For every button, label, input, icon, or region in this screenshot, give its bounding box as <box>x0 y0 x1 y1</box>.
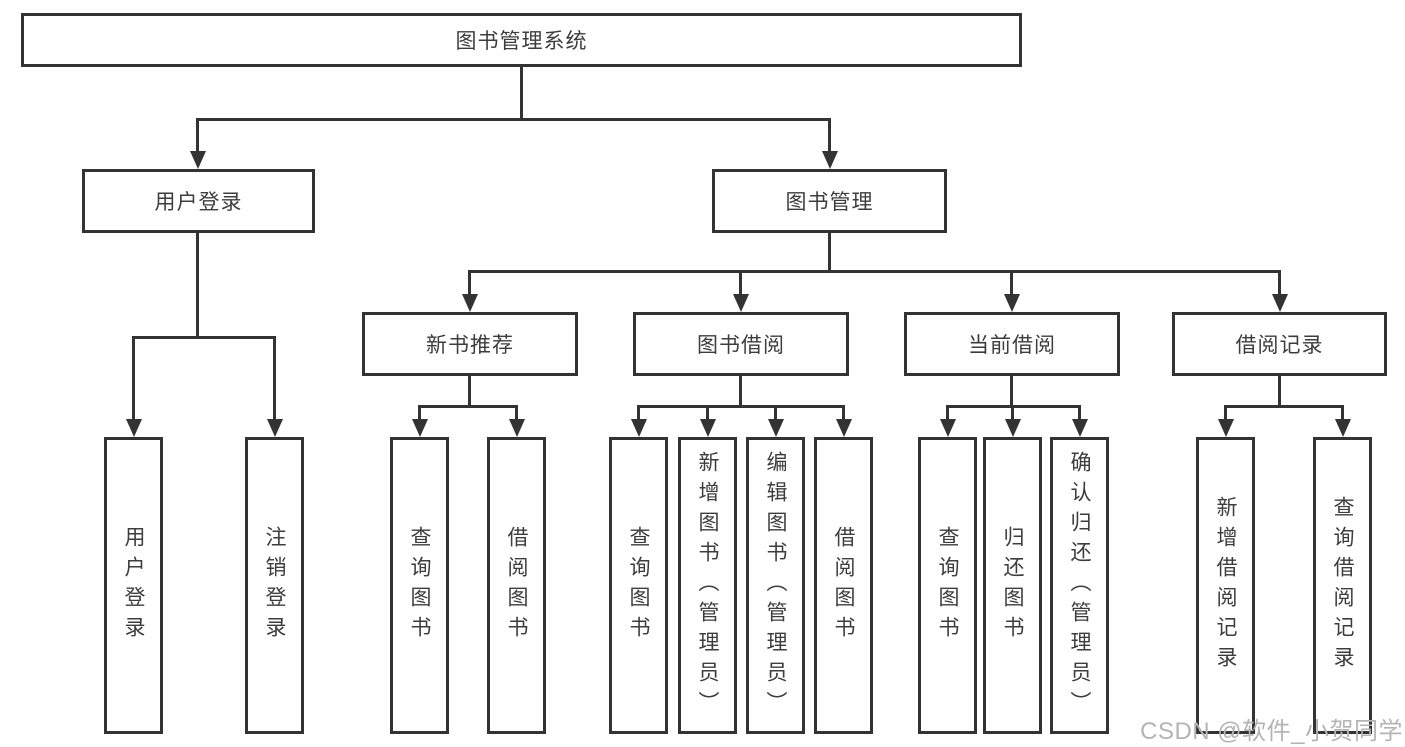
arrowhead-icon <box>1005 419 1021 437</box>
connector-newbook-drop-2 <box>515 405 518 421</box>
connector-records-stem <box>1278 376 1281 408</box>
arrowhead-icon <box>733 294 749 312</box>
arrowhead-icon <box>412 419 428 437</box>
leaf-query-borrow-record: 查询借阅记录 <box>1313 437 1372 734</box>
connector-current-drop-1 <box>946 405 949 421</box>
arrowhead-icon <box>509 419 525 437</box>
connector-current-stem <box>1010 376 1013 408</box>
connector-mgmt-stem <box>828 233 831 273</box>
connector-mgmt-drop-3 <box>1010 270 1013 297</box>
arrowhead-icon <box>126 419 142 437</box>
connector-borrow-drop-4 <box>842 405 845 421</box>
leaf-query-books-2: 查询图书 <box>609 437 668 734</box>
connector-mgmt-drop-1 <box>468 270 471 297</box>
arrowhead-icon <box>768 419 784 437</box>
watermark: CSDN @软件_小贺同学 <box>1140 718 1403 745</box>
leaf-user-login: 用户登录 <box>104 437 163 734</box>
leaf-add-books-admin: 新增图书（管理员） <box>678 437 737 734</box>
connector-newbook-rail <box>418 405 518 408</box>
arrowhead-icon <box>631 419 647 437</box>
connector-records-drop-1 <box>1224 405 1227 421</box>
connector-root-drop-left <box>196 118 199 152</box>
leaf-confirm-return-admin: 确认归还（管理员） <box>1050 437 1109 734</box>
arrowhead-icon <box>940 419 956 437</box>
connector-root-stem <box>520 67 523 121</box>
connector-newbook-drop-1 <box>418 405 421 421</box>
arrowhead-icon <box>836 419 852 437</box>
connector-login-drop-2 <box>273 336 276 421</box>
arrowhead-icon <box>822 151 838 169</box>
leaf-query-books: 查询图书 <box>390 437 449 734</box>
connector-root-rail <box>196 118 831 121</box>
node-new-book-recommend: 新书推荐 <box>362 312 578 376</box>
leaf-return-books: 归还图书 <box>983 437 1042 734</box>
connector-borrow-drop-3 <box>774 405 777 421</box>
arrowhead-icon <box>1335 419 1351 437</box>
connector-mgmt-rail <box>468 270 1281 273</box>
connector-root-drop-right <box>828 118 831 152</box>
leaf-logout: 注销登录 <box>245 437 304 734</box>
node-book-borrow: 图书借阅 <box>633 312 849 376</box>
leaf-borrow-books-2: 借阅图书 <box>814 437 873 734</box>
arrowhead-icon <box>190 151 206 169</box>
connector-login-rail <box>132 336 276 339</box>
connector-current-drop-2 <box>1011 405 1014 421</box>
connector-current-drop-3 <box>1078 405 1081 421</box>
leaf-add-borrow-record: 新增借阅记录 <box>1196 437 1255 734</box>
node-root: 图书管理系统 <box>21 13 1022 67</box>
arrowhead-icon <box>1272 294 1288 312</box>
connector-borrow-stem <box>739 376 742 408</box>
connector-mgmt-drop-4 <box>1278 270 1281 297</box>
connector-mgmt-drop-2 <box>739 270 742 297</box>
arrowhead-icon <box>1072 419 1088 437</box>
connector-login-drop-1 <box>132 336 135 421</box>
leaf-borrow-books: 借阅图书 <box>487 437 546 734</box>
node-current-borrow: 当前借阅 <box>904 312 1120 376</box>
arrowhead-icon <box>1218 419 1234 437</box>
connector-records-drop-2 <box>1341 405 1344 421</box>
arrowhead-icon <box>462 294 478 312</box>
arrowhead-icon <box>1004 294 1020 312</box>
arrowhead-icon <box>267 419 283 437</box>
node-user-login: 用户登录 <box>82 169 315 233</box>
connector-records-rail <box>1224 405 1344 408</box>
connector-newbook-stem <box>468 376 471 408</box>
connector-borrow-rail <box>637 405 845 408</box>
arrowhead-icon <box>700 419 716 437</box>
leaf-query-books-3: 查询图书 <box>918 437 977 734</box>
connector-borrow-drop-2 <box>706 405 709 421</box>
connector-login-stem <box>196 233 199 338</box>
leaf-edit-books-admin: 编辑图书（管理员） <box>746 437 805 734</box>
node-borrow-records: 借阅记录 <box>1172 312 1387 376</box>
node-book-management: 图书管理 <box>712 169 947 233</box>
connector-borrow-drop-1 <box>637 405 640 421</box>
